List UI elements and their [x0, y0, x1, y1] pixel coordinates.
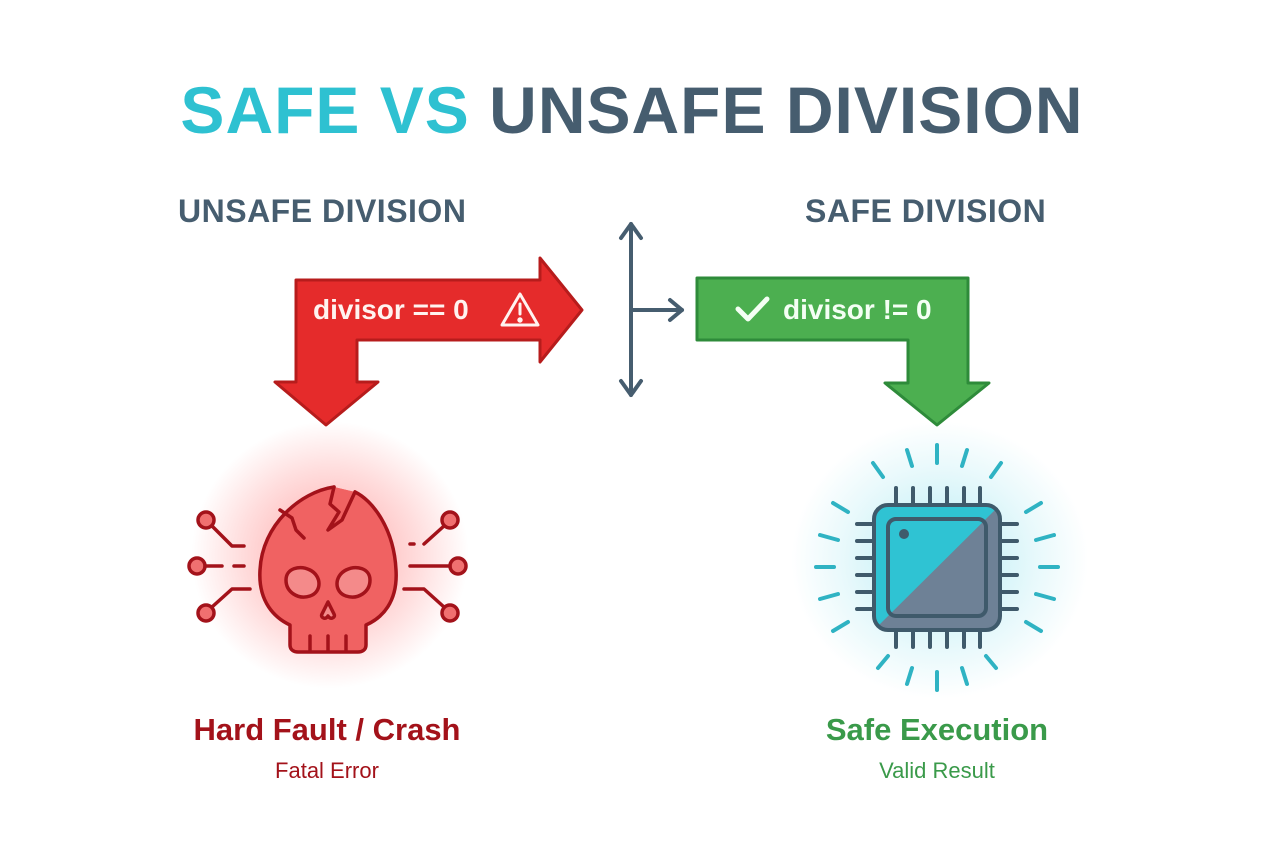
unsafe-condition-label: divisor == 0	[313, 294, 469, 325]
cracked-skull-icon	[187, 485, 468, 654]
safe-result-title: Safe Execution	[825, 712, 1049, 747]
title-unsafe-division: UNSAFE DIVISION	[489, 73, 1084, 147]
warning-triangle-icon	[500, 292, 540, 327]
safe-arrow	[695, 276, 991, 427]
unsafe-result: Hard Fault / Crash Fatal Error	[147, 712, 507, 784]
unsafe-result-title: Hard Fault / Crash	[193, 712, 461, 747]
safe-result-subtitle: Valid Result	[879, 758, 995, 783]
unsafe-result-subtitle: Fatal Error	[275, 758, 379, 783]
safe-condition-label: divisor != 0	[783, 294, 932, 325]
page-title: SAFE VS UNSAFE DIVISION	[0, 72, 1264, 148]
branch-axis-icon	[619, 222, 684, 397]
safe-result: Safe Execution Valid Result	[757, 712, 1117, 784]
cpu-chip-icon	[814, 443, 1060, 692]
unsafe-arrow	[273, 256, 584, 427]
unsafe-heading: UNSAFE DIVISION	[178, 193, 467, 229]
checkmark-icon	[735, 296, 770, 322]
safe-heading: SAFE DIVISION	[805, 193, 1047, 229]
title-safe-vs: SAFE VS	[180, 73, 470, 147]
